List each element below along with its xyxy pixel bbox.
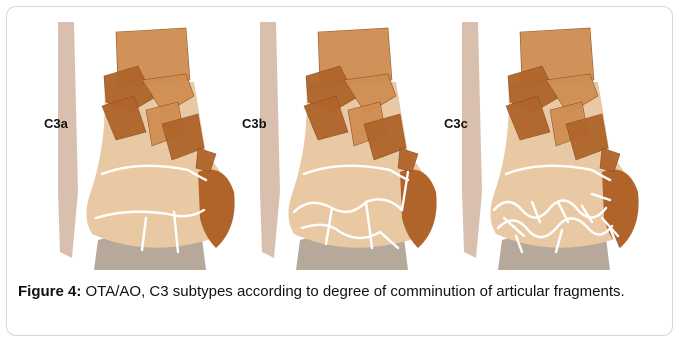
label-c3c: C3c: [444, 116, 468, 131]
panel-c3a: [38, 22, 250, 272]
panel-c3b: [240, 22, 452, 272]
fibula-bone: [58, 22, 78, 258]
fibula-bone: [260, 22, 280, 258]
c3b-illustration: [240, 22, 452, 272]
caption-label: Figure 4:: [18, 283, 81, 300]
caption-text: OTA/AO, C3 subtypes according to degree …: [86, 283, 625, 300]
label-c3b: C3b: [242, 116, 267, 131]
figure-caption: Figure 4: OTA/AO, C3 subtypes according …: [18, 281, 668, 302]
panel-c3c: [442, 22, 654, 272]
fibula-bone: [462, 22, 482, 258]
c3a-illustration: [38, 22, 250, 272]
c3c-illustration: [442, 22, 654, 272]
label-c3a: C3a: [44, 116, 68, 131]
